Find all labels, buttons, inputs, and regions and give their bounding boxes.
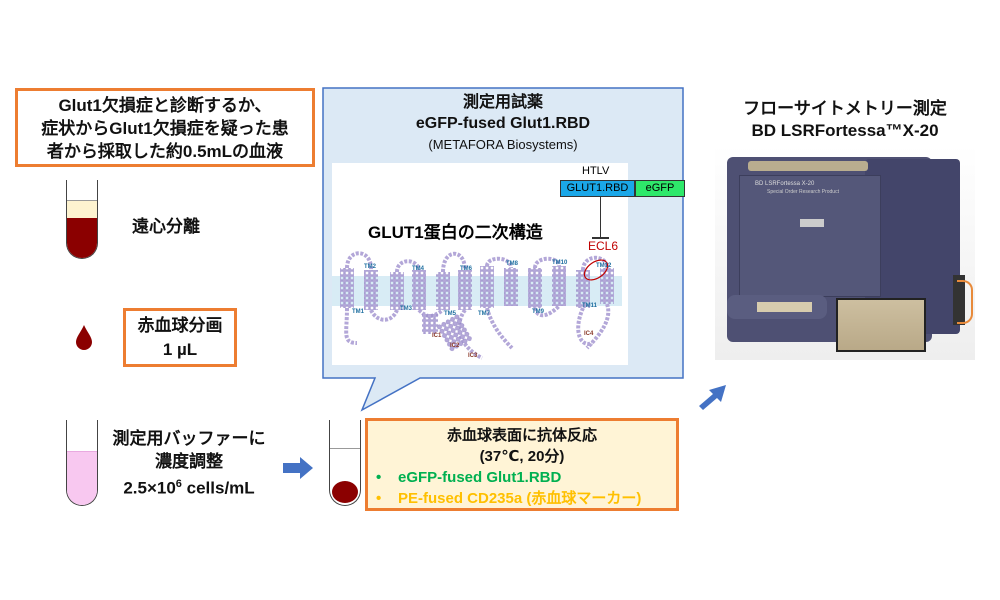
tm2-label: TM2 bbox=[364, 264, 376, 270]
ic2-label: IC2 bbox=[450, 343, 460, 349]
centrifuge-label: 遠心分離 bbox=[132, 217, 200, 236]
buffer-tube-icon bbox=[66, 420, 98, 506]
ecl6-label: ECL6 bbox=[588, 239, 619, 253]
tm12-label: TM12 bbox=[596, 263, 612, 269]
reagent-pe-item: •PE-fused CD235a (赤血球マーカー) bbox=[376, 490, 642, 507]
flow-cytometer-image: BD LSRFortessa X-20 Special Order Resear… bbox=[715, 145, 975, 360]
reagent-heading: 測定用試薬 bbox=[462, 94, 543, 111]
instrument-title: フローサイトメトリー測定 BD LSRFortessa™X-20 bbox=[715, 98, 975, 142]
blood-drop-icon bbox=[76, 325, 92, 350]
reagent-egfp-item: •eGFP-fused Glut1.RBD bbox=[376, 469, 562, 486]
tm10-label: TM10 bbox=[552, 260, 568, 266]
instrument-title-line-2: BD LSRFortessa™X-20 bbox=[751, 121, 939, 140]
cell-concentration: 2.5×106 cells/mL bbox=[123, 478, 255, 498]
glut1-structure-figure: HTLV GLUT1.RBD eGFP ECL6 GLUT1蛋白の二次構造 bbox=[332, 163, 685, 365]
buffer-adjust-text: 測定用バッファーに 濃度調整 2.5×106 cells/mL bbox=[104, 427, 274, 500]
rbc-fraction-label: 赤血球分画 bbox=[137, 316, 223, 335]
reagent-name: eGFP-fused Glut1.RBD bbox=[415, 115, 591, 132]
reaction-title: 赤血球表面に抗体反応 bbox=[446, 427, 597, 444]
htlv-label: HTLV bbox=[582, 165, 610, 177]
arrow-right-icon bbox=[283, 457, 313, 479]
tm6-label: TM6 bbox=[460, 266, 472, 272]
ic3-label: IC3 bbox=[468, 353, 478, 359]
centrifuged-tube-icon bbox=[66, 180, 98, 259]
tm11-label: TM11 bbox=[582, 303, 598, 309]
structure-title: GLUT1蛋白の二次構造 bbox=[368, 223, 543, 242]
tm5-label: TM5 bbox=[444, 311, 456, 317]
ic4-label: IC4 bbox=[584, 331, 594, 337]
protein-secondary-structure bbox=[332, 251, 622, 360]
reagent-maker: (METAFORA Biosystems) bbox=[428, 137, 578, 152]
patient-line-2: 症状からGlut1欠損症を疑った患 bbox=[41, 119, 289, 138]
tm9-label: TM9 bbox=[532, 309, 544, 315]
patient-line-1: Glut1欠損症と診断するか、 bbox=[58, 96, 272, 115]
patient-line-3: 者から採取した約0.5mLの血液 bbox=[46, 142, 284, 161]
ic1-label: IC1 bbox=[432, 333, 442, 339]
rbc-fraction-box: 赤血球分画 1 µL bbox=[123, 308, 237, 367]
patient-sample-box: Glut1欠損症と診断するか、 症状からGlut1欠損症を疑った患 者から採取し… bbox=[15, 88, 315, 167]
reagent-callout-title: 測定用試薬 eGFP-fused Glut1.RBD (METAFORA Bio… bbox=[323, 92, 683, 155]
tm4-label: TM4 bbox=[412, 266, 424, 272]
tm3-label: TM3 bbox=[400, 306, 412, 312]
rbd-box: GLUT1.RBD bbox=[560, 180, 635, 197]
reaction-tube-icon bbox=[329, 420, 361, 506]
reaction-box: 赤血球表面に抗体反応 (37℃, 20分) •eGFP-fused Glut1.… bbox=[365, 418, 679, 511]
inhibition-line bbox=[600, 197, 601, 237]
instrument-title-line-1: フローサイトメトリー測定 bbox=[743, 99, 947, 118]
inhibition-bar bbox=[592, 237, 609, 239]
tm1-label: TM1 bbox=[352, 309, 364, 315]
instrument-panel-sub: Special Order Research Product bbox=[767, 189, 839, 195]
instrument-panel-brand: BD LSRFortessa X-20 bbox=[755, 181, 815, 187]
buffer-line-1: 測定用バッファーに bbox=[112, 429, 266, 448]
tm7-label: TM7 bbox=[478, 311, 490, 317]
buffer-line-2: 濃度調整 bbox=[155, 452, 223, 471]
tm8-label: TM8 bbox=[506, 261, 518, 267]
reaction-conditions: (37℃, 20分) bbox=[479, 448, 565, 465]
arrow-up-right-icon bbox=[699, 385, 726, 410]
rbc-fraction-volume: 1 µL bbox=[162, 340, 198, 359]
egfp-box: eGFP bbox=[635, 180, 685, 197]
